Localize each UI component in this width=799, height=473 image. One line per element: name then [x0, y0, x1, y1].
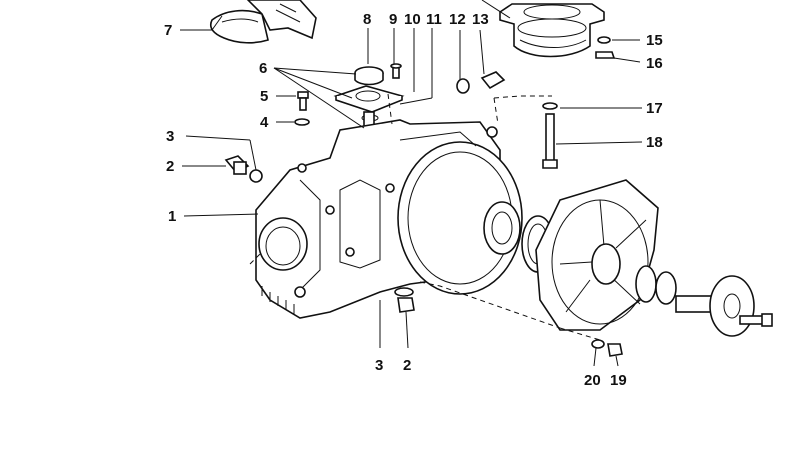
part-16-nut	[595, 51, 616, 59]
part-12-seal	[456, 78, 470, 94]
leader-lines	[180, 15, 643, 367]
callout-12: 12	[449, 11, 466, 28]
callout-18: 18	[646, 134, 663, 151]
callout-13: 13	[472, 11, 489, 28]
part-19-bolt	[607, 343, 623, 357]
callout-3-bottom: 3	[375, 357, 383, 374]
callout-17: 17	[646, 100, 663, 117]
callout-5: 5	[260, 88, 268, 105]
engine-mount	[481, 0, 605, 58]
callout-2: 2	[166, 158, 174, 175]
callout-10: 10	[404, 11, 421, 28]
output-flange	[635, 265, 773, 337]
part-8-cap	[354, 66, 384, 86]
callout-8: 8	[363, 11, 371, 28]
part-2-plug-bottom	[397, 297, 415, 313]
callout-19: 19	[610, 372, 627, 389]
part-17-washer	[542, 102, 558, 110]
part-13-plug	[480, 71, 506, 90]
callout-15: 15	[646, 32, 663, 49]
part-15-washer	[597, 36, 611, 44]
part-3-washer-left	[249, 169, 263, 183]
callout-16: 16	[646, 55, 663, 72]
part-9-screw	[390, 63, 402, 79]
part-5-bolt	[297, 91, 309, 111]
cover-plate	[333, 85, 405, 113]
callout-11: 11	[426, 11, 442, 28]
callout-labels: 7 6 5 4 3 2 1 8 9 10 11 12 13 15 16 17 1…	[164, 11, 663, 389]
part-3-washer-bottom	[394, 287, 414, 297]
callout-2-bottom: 2	[403, 357, 411, 374]
callout-20: 20	[584, 372, 601, 389]
callout-9: 9	[389, 11, 397, 28]
bearing	[483, 201, 521, 255]
part-20-washer	[591, 339, 605, 349]
callout-7: 7	[164, 22, 172, 39]
part-2-plug-left	[224, 155, 250, 175]
part-4-washer	[294, 118, 310, 126]
alignment-lines	[249, 93, 601, 341]
part-1-housing	[255, 119, 523, 319]
callout-6: 6	[259, 60, 267, 77]
part-18-long-bolt	[542, 113, 558, 169]
part-7-hose-bracket	[209, 0, 317, 44]
side-cover	[535, 179, 659, 331]
callout-1: 1	[168, 208, 176, 225]
callout-3: 3	[166, 128, 174, 145]
callout-4: 4	[260, 114, 269, 131]
